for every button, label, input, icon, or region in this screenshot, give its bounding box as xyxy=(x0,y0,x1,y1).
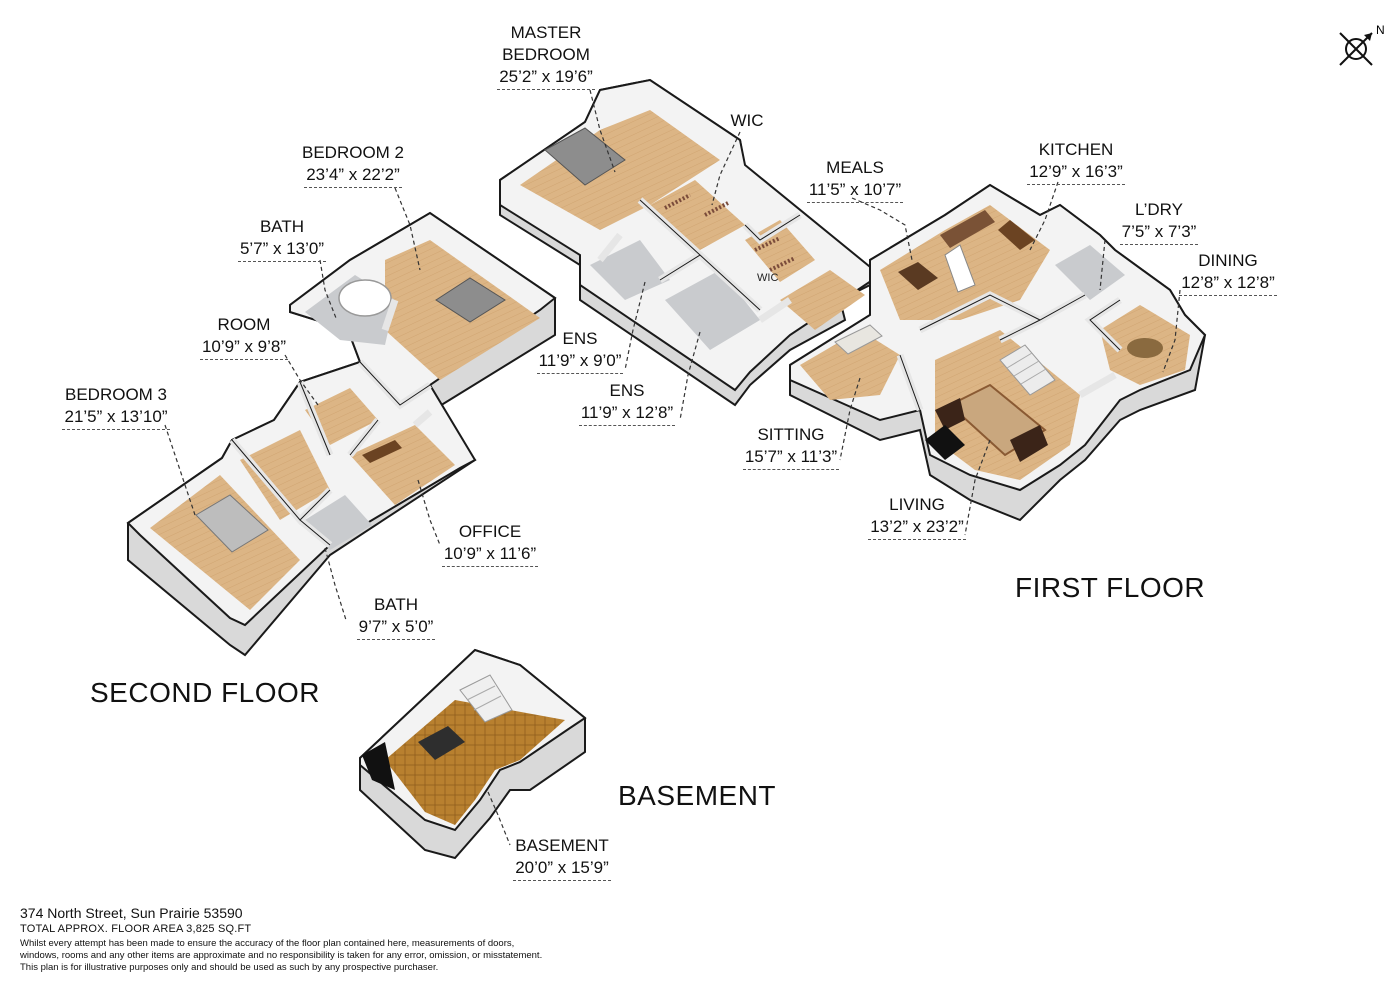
bath-upper-name: BATH xyxy=(259,217,305,236)
label-basement-room: BASEMENT 20’0” x 15’9” xyxy=(508,835,616,881)
office-name: OFFICE xyxy=(458,522,522,541)
disclaimer-line-2: windows, rooms and any other items are a… xyxy=(20,950,543,961)
label-leader-lines xyxy=(164,89,1181,846)
room-name: ROOM xyxy=(217,315,271,334)
bedroom2-dims: 23’4” x 22’2” xyxy=(304,164,402,188)
label-wic-small: WIC xyxy=(757,272,779,284)
ens1-name: ENS xyxy=(562,329,598,348)
label-ens-1: ENS 11’9” x 9’0” xyxy=(530,328,630,374)
label-bath-upper: BATH 5’7” x 13’0” xyxy=(232,216,332,262)
second-floor-plan xyxy=(126,211,557,657)
bedroom3-dims: 21’5” x 13’10” xyxy=(62,406,170,430)
master-bedroom-name-line1: MASTER xyxy=(510,23,582,42)
dining-dims: 12’8” x 12’8” xyxy=(1179,272,1277,296)
label-dining: DINING 12’8” x 12’8” xyxy=(1172,250,1284,296)
sitting-name: SITTING xyxy=(757,425,825,444)
ens1-dims: 11’9” x 9’0” xyxy=(536,350,624,374)
room-dims: 10’9” x 9’8” xyxy=(199,336,289,360)
label-kitchen: KITCHEN 12’9” x 16’3” xyxy=(1020,139,1132,185)
basement-room-name: BASEMENT xyxy=(515,836,609,855)
bath-lower-name: BATH xyxy=(373,595,419,614)
label-living: LIVING 13’2” x 23’2” xyxy=(862,494,972,540)
disclaimer: Whilst every attempt has been made to en… xyxy=(20,938,640,974)
first-floor-title: FIRST FLOOR xyxy=(1015,572,1206,603)
laundry-name: L’DRY xyxy=(1135,200,1183,219)
footer: 374 North Street, Sun Prairie 53590 TOTA… xyxy=(20,904,640,974)
label-sitting: SITTING 15’7” x 11’3” xyxy=(736,424,846,470)
basement-room-dims: 20’0” x 15’9” xyxy=(513,857,611,881)
meals-name: MEALS xyxy=(826,158,884,177)
label-meals: MEALS 11’5” x 10’7” xyxy=(800,157,910,203)
ens2-name: ENS xyxy=(609,381,645,400)
disclaimer-line-1: Whilst every attempt has been made to en… xyxy=(20,938,515,949)
living-dims: 13’2” x 23’2” xyxy=(868,516,966,540)
master-bedroom-dims: 25’2” x 19’6” xyxy=(497,66,595,90)
label-bedroom-2: BEDROOM 2 23’4” x 22’2” xyxy=(298,142,408,188)
label-room: ROOM 10’9” x 9’8” xyxy=(192,314,296,360)
basement-plan xyxy=(359,648,587,860)
office-dims: 10’9” x 11’6” xyxy=(441,543,539,567)
master-suite-plan xyxy=(499,78,882,407)
label-master-bedroom: MASTER BEDROOM 25’2” x 19’6” xyxy=(494,22,598,90)
bath-lower-dims: 9’7” x 5’0” xyxy=(356,616,436,640)
property-address: 374 North Street, Sun Prairie 53590 xyxy=(20,905,243,921)
label-wic: WIC xyxy=(722,110,772,132)
kitchen-dims: 12’9” x 16’3” xyxy=(1027,161,1125,185)
label-ens-2: ENS 11’9” x 12’8” xyxy=(572,380,682,426)
kitchen-name: KITCHEN xyxy=(1038,140,1114,159)
sitting-dims: 15’7” x 11’3” xyxy=(742,446,840,470)
label-bedroom-3: BEDROOM 3 21’5” x 13’10” xyxy=(58,384,174,430)
bedroom2-name: BEDROOM 2 xyxy=(301,143,405,162)
living-name: LIVING xyxy=(889,495,945,514)
north-compass-icon: N xyxy=(1339,23,1385,66)
compass-north-label: N xyxy=(1376,23,1385,37)
label-bath-lower: BATH 9’7” x 5’0” xyxy=(350,594,442,640)
dining-name: DINING xyxy=(1198,251,1258,270)
ens2-dims: 11’9” x 12’8” xyxy=(578,402,676,426)
master-bedroom-name-line2: BEDROOM xyxy=(502,45,590,64)
laundry-dims: 7’5” x 7’3” xyxy=(1119,221,1199,245)
label-office: OFFICE 10’9” x 11’6” xyxy=(435,521,545,567)
basement-floor-title: BASEMENT xyxy=(618,780,777,811)
wic-name: WIC xyxy=(730,111,764,130)
first-floor-plan xyxy=(789,183,1207,522)
bath-upper-dims: 5’7” x 13’0” xyxy=(237,238,327,262)
bedroom3-name: BEDROOM 3 xyxy=(64,385,168,404)
second-floor-title: SECOND FLOOR xyxy=(90,677,321,708)
total-floor-area: TOTAL APPROX. FLOOR AREA 3,825 SQ.FT xyxy=(20,923,252,935)
meals-dims: 11’5” x 10’7” xyxy=(806,179,904,203)
disclaimer-line-3: This plan is for illustrative purposes o… xyxy=(20,962,439,973)
label-laundry: L’DRY 7’5” x 7’3” xyxy=(1112,199,1206,245)
